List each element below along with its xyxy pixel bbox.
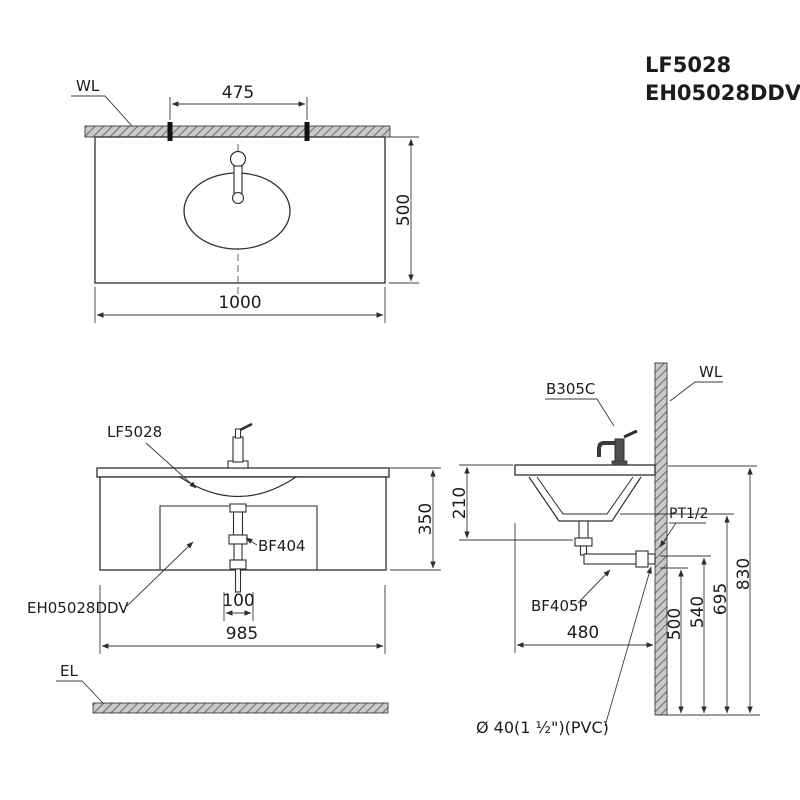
dim-height-695: 695 [711, 515, 731, 714]
wall-line-callout: WL [71, 77, 133, 127]
dim-height-500: 500 [665, 569, 685, 714]
dim-210-value: 210 [450, 487, 470, 519]
floor-line-callout: EL [56, 662, 104, 704]
dim-540-value: 540 [688, 596, 708, 628]
dim-1000-value: 1000 [218, 293, 261, 313]
pipe-size-note: Ø 40(1 ½")(PVC) [476, 718, 609, 737]
trap-callout: BF405P [531, 569, 611, 615]
dim-500-height-value: 500 [665, 608, 685, 640]
dim-basin-depth: 210 [450, 464, 573, 541]
wall-line-callout-side: WL [669, 363, 723, 402]
faucet-callout: B305C [545, 380, 615, 427]
dim-350-value: 350 [416, 503, 436, 535]
basin-callout: LF5028 [107, 423, 197, 489]
cabinet-model-label: EH05028DDV [27, 599, 129, 617]
faucet-front [227, 422, 253, 469]
faucet-plan-symbol [229, 150, 247, 205]
dim-height-540: 540 [688, 557, 708, 714]
wall-line-label-side: WL [699, 363, 723, 381]
floor-line-label: EL [60, 662, 78, 680]
trap-pipe-side [574, 520, 656, 568]
wall-section-bar [84, 125, 391, 138]
title-block: LF5028 EH05028DDV [645, 53, 800, 105]
counter-slab-side [514, 464, 656, 476]
dim-830-value: 830 [734, 558, 754, 590]
dim-cabinet-width: 985 [99, 585, 386, 654]
pipe-size-callout: Ø 40(1 ½")(PVC) [476, 566, 652, 737]
wall-line-label: WL [76, 77, 100, 95]
dim-counter-depth-side: 480 [514, 523, 654, 653]
dim-480-value: 480 [567, 623, 599, 643]
faucet-model-label: B305C [546, 380, 595, 398]
dim-475-value: 475 [222, 83, 254, 103]
basin-model-label: LF5028 [107, 423, 162, 441]
dim-cabinet-height: 350 [390, 467, 441, 571]
drain-model-label: BF404 [258, 537, 306, 555]
dim-695-value: 695 [711, 583, 731, 615]
wall-line-leader [71, 95, 133, 127]
trap-model-label: BF405P [531, 597, 588, 615]
front-view: LF5028 BF404 EH05028DDV 350 100 [27, 422, 441, 714]
dim-985-value: 985 [226, 624, 258, 644]
dim-drain-offset: 100 [222, 591, 255, 621]
height-reference-lines [620, 465, 760, 716]
dim-height-830: 830 [734, 467, 754, 714]
plan-view: 475 500 1000 WL [71, 77, 419, 323]
drain-callout: BF404 [245, 537, 306, 555]
dim-faucet-spacing: 475 [169, 83, 308, 120]
counter-slab-front [96, 467, 390, 478]
dim-500-value: 500 [394, 194, 414, 226]
cabinet-callout: EH05028DDV [27, 541, 194, 617]
basin-profile-inner [536, 476, 634, 515]
drain-pipe-front [228, 503, 248, 593]
dim-counter-width: 1000 [94, 287, 386, 323]
model-number-primary: LF5028 [645, 53, 731, 77]
dim-counter-depth: 500 [389, 136, 419, 284]
side-view: B305C WL PT1/2 BF405P 210 480 [450, 362, 760, 737]
model-number-secondary: EH05028DDV [645, 81, 800, 105]
floor-section-bar [92, 702, 389, 714]
faucet-side [597, 429, 638, 466]
dim-100-value: 100 [222, 591, 254, 611]
